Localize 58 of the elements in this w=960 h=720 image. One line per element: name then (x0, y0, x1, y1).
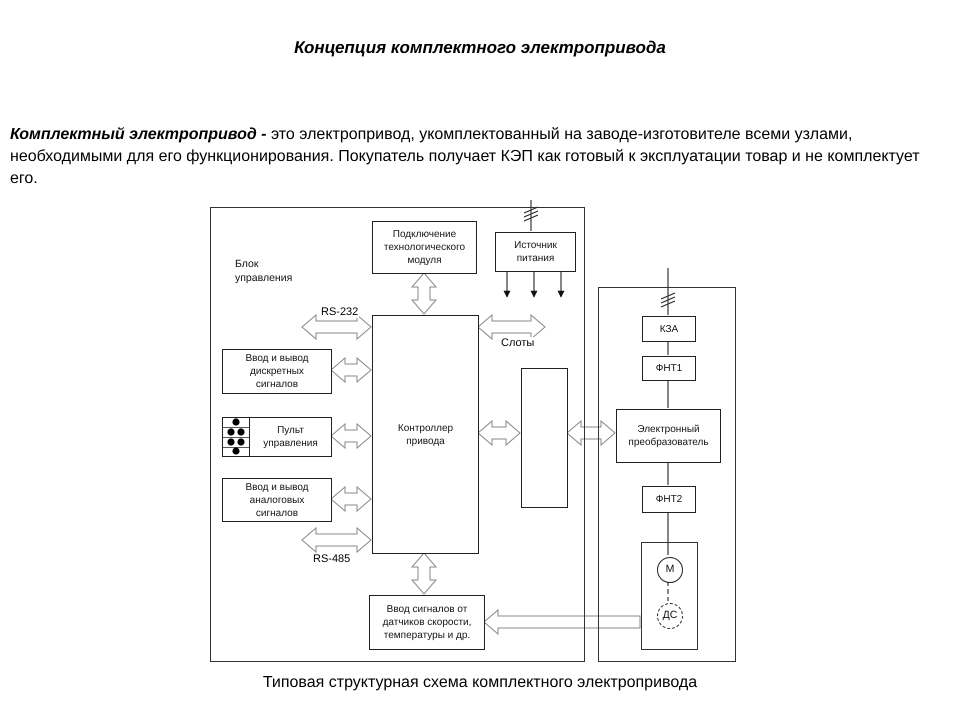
arrow (504, 271, 510, 298)
double-block-arrow (301, 526, 372, 554)
double-block-arrow (330, 486, 372, 512)
title: Концепция комплектного электропривода (293, 38, 667, 58)
double-block-arrow (410, 272, 438, 315)
frame-box (598, 287, 736, 662)
connector-line (667, 341, 669, 355)
process-box (642, 486, 696, 513)
node-label: ФНТ1 (654, 362, 684, 375)
process-box (222, 349, 332, 394)
node-label: Подключение технологического модуля (382, 228, 466, 267)
double-block-arrow (301, 314, 372, 340)
node-label: КЗА (658, 322, 680, 336)
connector-line (667, 512, 669, 555)
arrow (558, 271, 564, 298)
double-block-arrow (477, 314, 546, 340)
node-label: М (666, 563, 674, 577)
process-box (616, 409, 721, 463)
node-label: Контроллер привода (396, 422, 454, 448)
circle-node (657, 603, 683, 629)
definition-paragraph: Комплектный электропривод - это электропривод, укомплектованный на заводе-изготовителе всеми узлами, необходимыми для его функционирования. Покупатель получает КЭП как готовый к эксплуатации товар и не комплектует его. (10, 125, 921, 189)
node-label: Электронный преобразователь (627, 423, 710, 449)
node-label: Блок управления (235, 258, 294, 286)
double-block-arrow (330, 356, 372, 384)
process-box (642, 316, 696, 342)
block-frame (210, 207, 585, 662)
process-box (222, 478, 332, 522)
node-label: Пульт управления (262, 424, 319, 450)
circle-node (657, 557, 683, 583)
process-box (372, 315, 479, 554)
connector-line (667, 268, 669, 315)
process-box (222, 417, 332, 457)
connector-line (530, 200, 532, 231)
caption: Типовая структурная схема комплектного электропривода (262, 674, 698, 692)
node-label: ФНТ2 (654, 493, 684, 506)
node-label: Ввод и вывод дискретных сигналов (244, 352, 310, 391)
block-arrow (483, 608, 640, 636)
connector-line (667, 581, 669, 601)
process-box (369, 595, 485, 650)
process-box (372, 221, 477, 274)
process-box (642, 356, 696, 381)
node-label: ДС (662, 609, 678, 623)
edge-label: Слоты (500, 337, 536, 349)
node-label: Ввод сигналов от датчиков скорости, температуры и др. (382, 603, 472, 642)
double-block-arrow (566, 420, 616, 446)
double-block-arrow (477, 420, 521, 446)
empty-box (521, 368, 568, 508)
frame-box (641, 542, 698, 650)
double-block-arrow (330, 422, 372, 450)
connector-line (667, 380, 669, 408)
edge-label: RS-232 (320, 306, 360, 318)
arrow (530, 271, 538, 298)
node-label: Ввод и вывод аналоговых сигналов (244, 480, 310, 520)
process-box (495, 232, 576, 272)
double-block-arrow (410, 552, 438, 595)
connector-line (667, 462, 669, 485)
node-label: Источник питания (513, 239, 558, 265)
edge-label: RS-485 (312, 553, 352, 565)
